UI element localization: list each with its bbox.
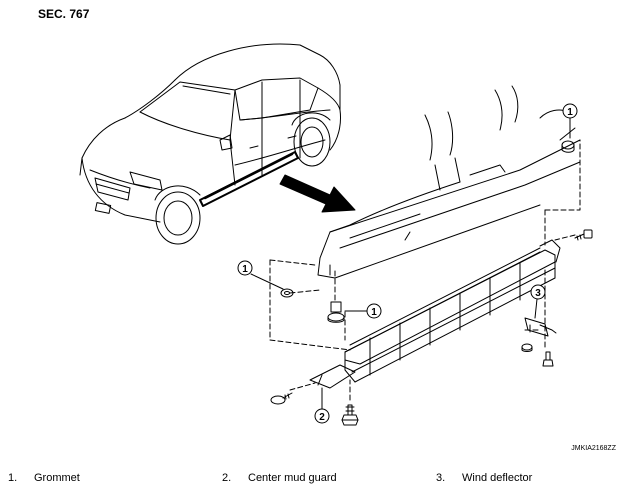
center-mud-guard bbox=[309, 239, 561, 389]
callout-circle-1-left bbox=[237, 260, 253, 276]
wind-deflector bbox=[521, 317, 557, 352]
bolt-bottom-right bbox=[542, 351, 554, 367]
callout-number: 1 bbox=[371, 307, 377, 318]
legend-name: Wind deflector bbox=[462, 472, 533, 484]
callout-number: 2 bbox=[319, 412, 325, 423]
bolt-bottom bbox=[341, 404, 359, 426]
screw-front-left bbox=[270, 392, 293, 405]
parts-legend: 1. Grommet 2. Center mud guard 3. Wind defl… bbox=[0, 472, 624, 490]
legend-item-grommet: 1. Grommet bbox=[8, 472, 80, 484]
callout-circle-1-center bbox=[366, 303, 382, 319]
callout-circle-2 bbox=[314, 408, 330, 424]
callout-number: 1 bbox=[242, 264, 248, 275]
grommet-center bbox=[327, 301, 345, 323]
callout-number: 1 bbox=[567, 107, 573, 118]
legend-item-wind-deflector: 3. Wind deflector bbox=[436, 472, 532, 484]
screw-right-top bbox=[574, 229, 593, 241]
vehicle-illustration bbox=[79, 43, 341, 245]
callout-circle-3 bbox=[530, 284, 546, 300]
exploded-diagram: 1 1 1 2 3 bbox=[79, 43, 593, 426]
section-label: SEC. 767 bbox=[38, 7, 90, 21]
direction-arrow bbox=[279, 174, 356, 213]
assembly-lines bbox=[269, 139, 581, 401]
callout-number: 3 bbox=[535, 288, 541, 299]
grommet-top-right bbox=[561, 140, 575, 153]
legend-name: Center mud guard bbox=[248, 472, 337, 484]
legend-name: Grommet bbox=[34, 472, 80, 484]
legend-item-center-mud-guard: 2. Center mud guard bbox=[222, 472, 337, 484]
legend-number: 3. bbox=[436, 472, 446, 484]
legend-number: 1. bbox=[8, 472, 18, 484]
grommet-left bbox=[280, 288, 294, 298]
callout-circle-1-top bbox=[562, 103, 578, 119]
fasteners bbox=[270, 140, 593, 426]
callouts: 1 1 1 2 3 bbox=[237, 103, 578, 424]
body-sill-panel bbox=[317, 85, 581, 279]
drawing-code: JMKIA2168ZZ bbox=[571, 445, 616, 452]
legend-number: 2. bbox=[222, 472, 232, 484]
